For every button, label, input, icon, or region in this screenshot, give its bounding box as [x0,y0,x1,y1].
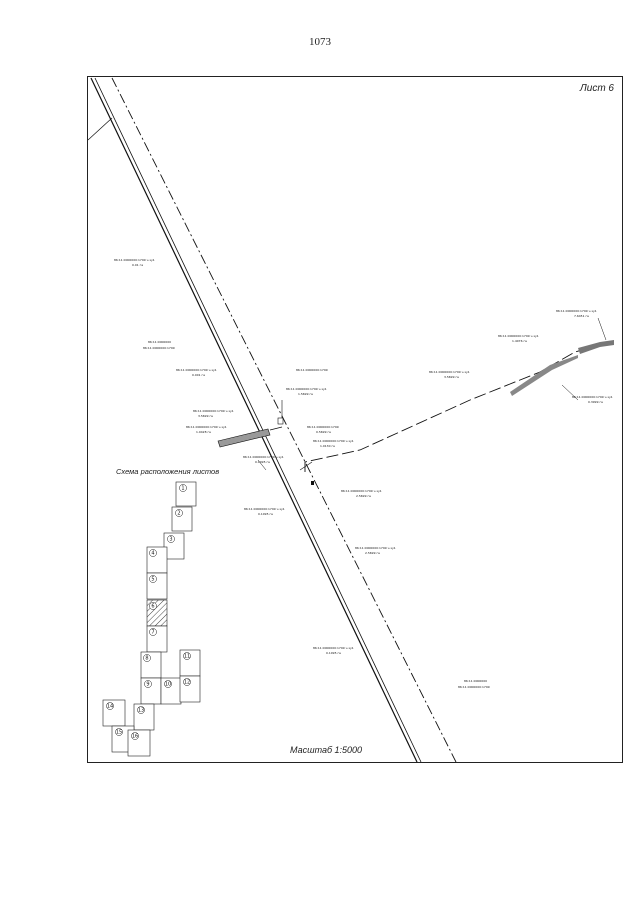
west-branch [217,428,271,448]
scale-label: Масштаб 1:5000 [290,745,363,755]
sheet-number: 4 [151,551,154,557]
svg-text:86:11:0000000:1799 ч.зу1: 86:11:0000000:1799 ч.зу1 [286,387,327,391]
svg-text:7.6451 га: 7.6451 га [574,314,589,318]
svg-text:86:11:0000000:1799 ч.зу1: 86:11:0000000:1799 ч.зу1 [186,425,227,429]
sheet-marker [106,702,114,710]
sheet-number: 13 [138,708,144,714]
svg-text:0.01 га: 0.01 га [132,263,143,267]
sheet-marker [149,628,157,636]
sheet-marker [143,654,151,662]
map-frame: Лист 6 [87,76,623,763]
svg-text:86:11:0000000:1799 ч.зу1: 86:11:0000000:1799 ч.зу1 [176,368,217,372]
svg-text:2.5699 га: 2.5699 га [365,551,380,555]
hatched-strip-end [578,340,614,354]
sheet-marker [179,484,187,492]
svg-text:86:11:0000000:1799: 86:11:0000000:1799 [458,685,490,689]
sheet-number: 11 [184,654,190,660]
sheet-marker [149,602,157,610]
svg-text:0.3999 га: 0.3999 га [588,400,603,404]
hatched-strip [510,355,578,396]
svg-text:1.0130 га: 1.0130 га [320,444,335,448]
scheme-title: Схема расположения листов [116,467,220,476]
sheet-marker [183,652,191,660]
sheet-marker [175,509,183,517]
svg-text:86:11:0000000:1799 ч.зу1: 86:11:0000000:1799 ч.зу1 [193,409,234,413]
road-edge-left-inner [94,77,422,763]
sheet-marker [115,728,123,736]
svg-text:86:11:0000000:1799 ч.зу1: 86:11:0000000:1799 ч.зу1 [313,646,354,650]
sheet-number: 10 [165,682,171,688]
svg-text:1.5699 га: 1.5699 га [298,392,313,396]
sheet-marker [144,680,152,688]
sheet-number: 15 [116,730,122,736]
svg-text:1.0428 га: 1.0428 га [196,430,211,434]
svg-text:86:11:0000000: 86:11:0000000 [148,340,171,344]
sheet-number: 5 [151,577,154,583]
svg-text:0.001 га: 0.001 га [192,373,205,377]
svg-text:2.5699 га: 2.5699 га [356,494,371,498]
sheet-marker [137,706,145,714]
svg-text:86:11:0000000:1799 ч.зу1: 86:11:0000000:1799 ч.зу1 [498,334,539,338]
boundary-line [87,117,113,141]
sheet-label: Лист 6 [579,83,614,94]
sheet-number: 14 [107,704,113,710]
sheet-number: 16 [132,734,138,740]
svg-text:86:11:0000000:1799 ч.зу1: 86:11:0000000:1799 ч.зу1 [114,258,155,262]
sheet-marker [183,678,191,686]
sheet-marker [131,732,139,740]
sheet-number: 8 [145,656,148,662]
svg-text:3.5699 га: 3.5699 га [198,414,213,418]
sheet-marker [149,549,157,557]
svg-text:86:11:0000000:1799 ч.зу1: 86:11:0000000:1799 ч.зу1 [429,370,470,374]
page-number: 1073 [309,36,331,48]
svg-text:1.4076 га: 1.4076 га [512,339,527,343]
sheet-number: 9 [146,682,149,688]
sheet-marker [149,575,157,583]
svg-text:0.1095 га: 0.1095 га [255,460,270,464]
sheet-number: 7 [151,630,154,636]
svg-text:86:11:0000000:1799 ч.зу1: 86:11:0000000:1799 ч.зу1 [313,439,354,443]
svg-text:86:11:0000000:1799 ч.зу1: 86:11:0000000:1799 ч.зу1 [355,546,396,550]
svg-text:0.1095 га: 0.1095 га [326,651,341,655]
svg-text:86:11:0000000:1799 ч.зу1: 86:11:0000000:1799 ч.зу1 [572,395,613,399]
road-edge-right [111,77,457,763]
svg-text:86:11:0000000: 86:11:0000000 [464,679,487,683]
svg-text:86:11:0000000:1799: 86:11:0000000:1799 [296,368,328,372]
svg-text:86:11:0000000:1799 ч.зу1: 86:11:0000000:1799 ч.зу1 [341,489,382,493]
sheet-number: 2 [177,511,180,517]
sheet-marker [164,680,172,688]
svg-text:3.5699 га: 3.5699 га [444,375,459,379]
svg-text:0.5699 га: 0.5699 га [316,430,331,434]
sheet-marker [167,535,175,543]
road-edge-left [90,77,418,763]
sheet-number: 12 [184,680,190,686]
sheet-number: 1 [181,486,184,492]
svg-text:0.1095 га: 0.1095 га [258,512,273,516]
svg-text:86:11:0000000:1799 ч.зу1: 86:11:0000000:1799 ч.зу1 [243,455,284,459]
svg-text:86:11:0000000:1799 ч.зу1: 86:11:0000000:1799 ч.зу1 [556,309,597,313]
svg-text:86:11:0000000:1799: 86:11:0000000:1799 [307,425,339,429]
svg-text:86:11:0000000:1799 ч.зу1: 86:11:0000000:1799 ч.зу1 [244,507,285,511]
sheet-number: 3 [169,537,172,543]
sheet-number: 6 [151,604,154,610]
svg-text:86:11:0000000:1799: 86:11:0000000:1799 [143,346,175,350]
